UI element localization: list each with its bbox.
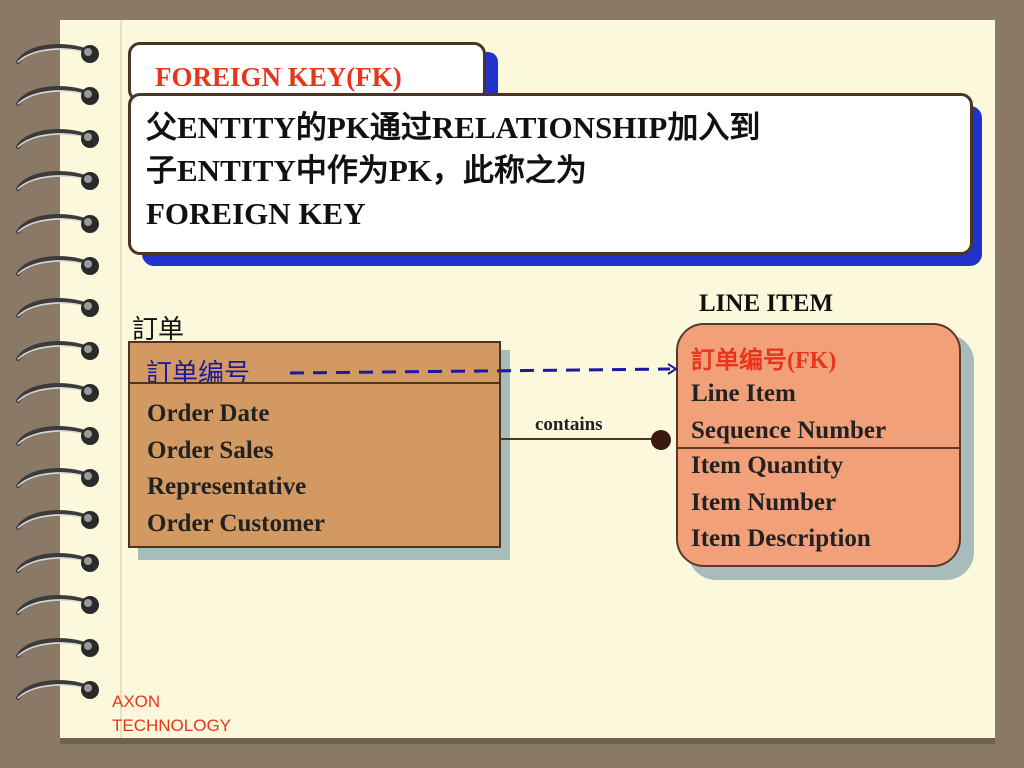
spiral-ring-icon xyxy=(16,383,99,404)
relationship-many-dot-icon xyxy=(651,430,671,450)
definition-box xyxy=(128,93,973,255)
order-entity-name: 訂单 xyxy=(132,315,185,344)
line-item-key-attribute: Sequence Number xyxy=(691,416,887,444)
fk-migration-arrow xyxy=(289,367,671,375)
spiral-ring-icon xyxy=(16,256,99,276)
spiral-ring-icon xyxy=(16,44,99,64)
spiral-ring-icon xyxy=(16,680,99,700)
spiral-ring-icon xyxy=(16,468,99,488)
spiral-ring-icon xyxy=(16,595,99,616)
order-primary-key: 訂单编号 xyxy=(146,359,251,389)
footer-line-2: TECHNOLOGY xyxy=(112,716,232,735)
spiral-ring-icon xyxy=(16,213,99,234)
line-item-attribute: Item Number xyxy=(691,488,837,516)
line-item-attribute-list: Item Quantity Item Number Item Descripti… xyxy=(691,448,871,558)
line-item-primary-key-list: Line Item Sequence Number xyxy=(691,376,886,449)
fk-arrowhead-icon xyxy=(667,363,678,375)
definition-line-1: 父ENTITY的PK通过RELATIONSHIP加入到 xyxy=(146,110,761,145)
line-item-key-attribute: Line Item xyxy=(691,380,796,407)
order-attribute: Order Sales xyxy=(147,436,274,464)
line-item-attribute: Item Description xyxy=(691,525,871,552)
order-attribute: Representative xyxy=(147,473,307,500)
spiral-ring-icon xyxy=(16,340,99,361)
spiral-ring-icon xyxy=(16,510,99,531)
order-entity-box xyxy=(128,341,501,548)
line-item-entity-box xyxy=(676,323,961,567)
spiral-ring-icon xyxy=(16,425,99,446)
slide-title: FOREIGN KEY(FK) xyxy=(155,62,402,92)
spiral-ring-icon xyxy=(16,552,99,573)
order-attribute: Order Date xyxy=(147,400,270,427)
paper-shadow xyxy=(60,738,995,744)
definition-line-2: 子ENTITY中作为PK，此称之为 xyxy=(146,153,587,188)
line-item-attribute: Item Quantity xyxy=(691,452,844,479)
spiral-ring-icon xyxy=(16,637,99,658)
spiral-ring-icon xyxy=(16,171,99,192)
paper-margin-line xyxy=(120,20,122,738)
line-item-key-divider xyxy=(676,447,961,449)
order-key-divider xyxy=(128,382,501,384)
spiral-ring-icon xyxy=(16,128,99,149)
footer-logo-text: AXON TECHNOLOGY xyxy=(112,690,231,738)
definition-text: 父ENTITY的PK通过RELATIONSHIP加入到 子ENTITY中作为PK… xyxy=(146,106,956,235)
order-attribute: Order Customer xyxy=(147,509,325,537)
order-attribute-list: Order Date Order Sales Representative Or… xyxy=(147,396,325,542)
relationship-label: contains xyxy=(535,414,603,435)
line-item-foreign-key: 訂单编号(FK) xyxy=(691,348,837,374)
line-item-entity-name: LINE ITEM xyxy=(699,290,834,317)
footer-line-1: AXON xyxy=(112,692,161,711)
definition-line-3: FOREIGN KEY xyxy=(146,196,366,231)
spiral-ring-icon xyxy=(16,86,99,107)
spiral-ring-icon xyxy=(16,298,99,319)
